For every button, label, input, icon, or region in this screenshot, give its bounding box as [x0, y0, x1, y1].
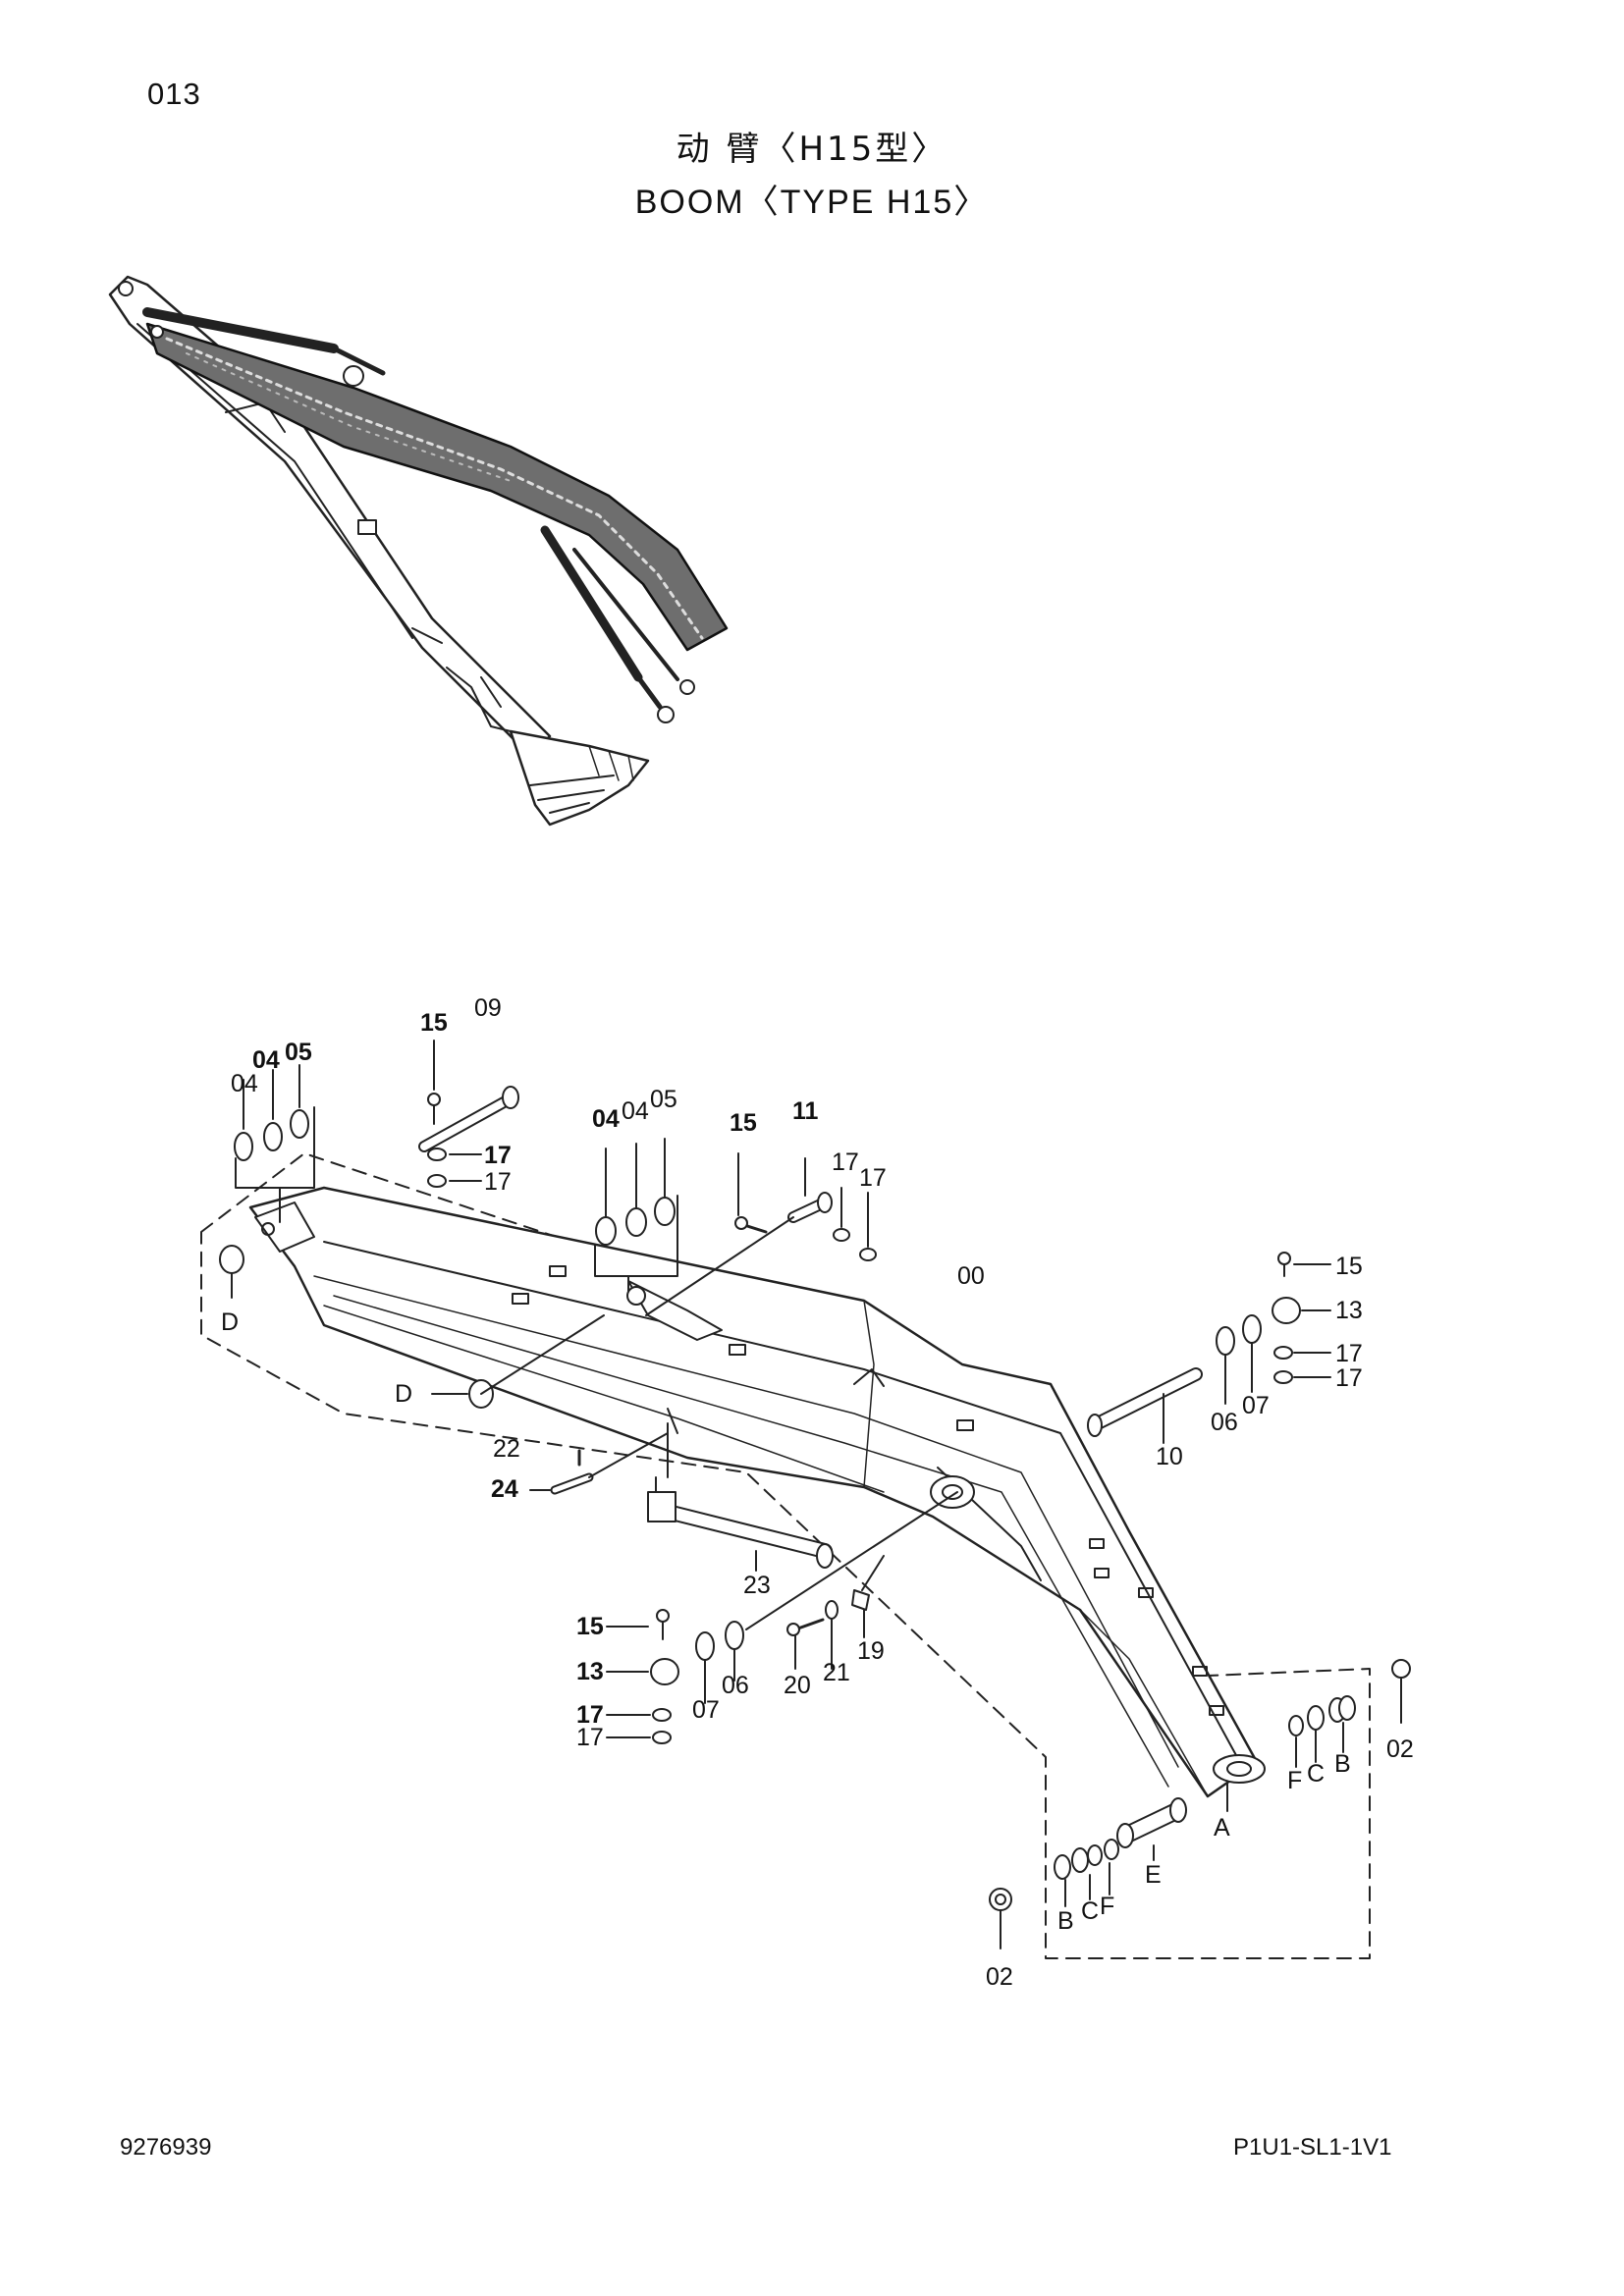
callout-label: 17 — [1335, 1364, 1363, 1392]
callout-label: 04 — [592, 1105, 620, 1133]
callout-label: 02 — [1386, 1735, 1414, 1763]
document-code: 9276939 — [120, 2134, 212, 2161]
callout-label: 15 — [576, 1613, 604, 1640]
callout-label: 15 — [420, 1009, 448, 1037]
callout-label: 20 — [784, 1672, 811, 1699]
callout-label: 09 — [474, 994, 502, 1022]
callout-label: 07 — [1242, 1392, 1270, 1419]
shim-group-left — [234, 1064, 315, 1223]
callout-label: 04 — [622, 1097, 649, 1125]
callout-label: C — [1081, 1897, 1099, 1925]
callout-label: 00 — [957, 1262, 985, 1290]
boom-structure — [248, 1186, 1266, 1798]
callout-label: 17 — [832, 1148, 859, 1176]
callout-label: 19 — [857, 1637, 885, 1665]
callout-label: 21 — [823, 1659, 850, 1686]
callout-label: 04 — [252, 1046, 280, 1074]
callout-label: 13 — [576, 1658, 604, 1685]
callout-label: 07 — [692, 1696, 720, 1724]
callout-label: 17 — [1335, 1340, 1363, 1367]
page-title-chinese: 动 臂〈H15型〉 — [676, 130, 948, 169]
shim-group-middle — [594, 1138, 678, 1292]
callout-label: 17 — [484, 1142, 512, 1169]
callout-label: 17 — [859, 1164, 887, 1192]
callout-label: 17 — [576, 1701, 604, 1729]
callout-label: 15 — [1335, 1253, 1363, 1280]
callout-label: C — [1307, 1760, 1325, 1788]
excavator-overview-illustration — [108, 275, 729, 827]
callout-label: 05 — [285, 1039, 312, 1066]
model-code: P1U1-SL1-1V1 — [1233, 2134, 1392, 2161]
callout-label: D — [395, 1380, 412, 1408]
callout-label: 02 — [986, 1963, 1013, 1991]
callout-label: F — [1100, 1893, 1114, 1920]
callout-label: 22 — [493, 1435, 520, 1463]
callout-label: 04 — [231, 1070, 258, 1097]
callout-label: 06 — [722, 1672, 749, 1699]
callout-label: 11 — [792, 1097, 819, 1125]
callout-label: B — [1334, 1750, 1351, 1778]
callout-label: 17 — [484, 1168, 512, 1196]
callout-label: B — [1057, 1907, 1074, 1935]
callout-labels: 09 15 04 05 04 17 17 04 04 05 15 11 17 1… — [221, 994, 1414, 1991]
callout-label: D — [221, 1308, 239, 1336]
callout-label: A — [1214, 1814, 1230, 1842]
callout-label: 23 — [743, 1572, 771, 1599]
callout-label: 13 — [1335, 1297, 1363, 1324]
callout-label: 15 — [730, 1109, 757, 1137]
callout-label: 05 — [650, 1086, 677, 1113]
callout-label: E — [1145, 1861, 1162, 1889]
callout-label: 06 — [1211, 1409, 1238, 1436]
callout-label: 17 — [576, 1724, 604, 1751]
page-number: 013 — [147, 77, 201, 111]
callout-label: F — [1287, 1767, 1302, 1794]
exploded-boom-diagram — [200, 1040, 1411, 1959]
page-title-english: BOOM〈TYPE H15〉 — [634, 184, 990, 221]
callout-label: 24 — [491, 1475, 518, 1503]
callout-label: 10 — [1156, 1443, 1183, 1470]
